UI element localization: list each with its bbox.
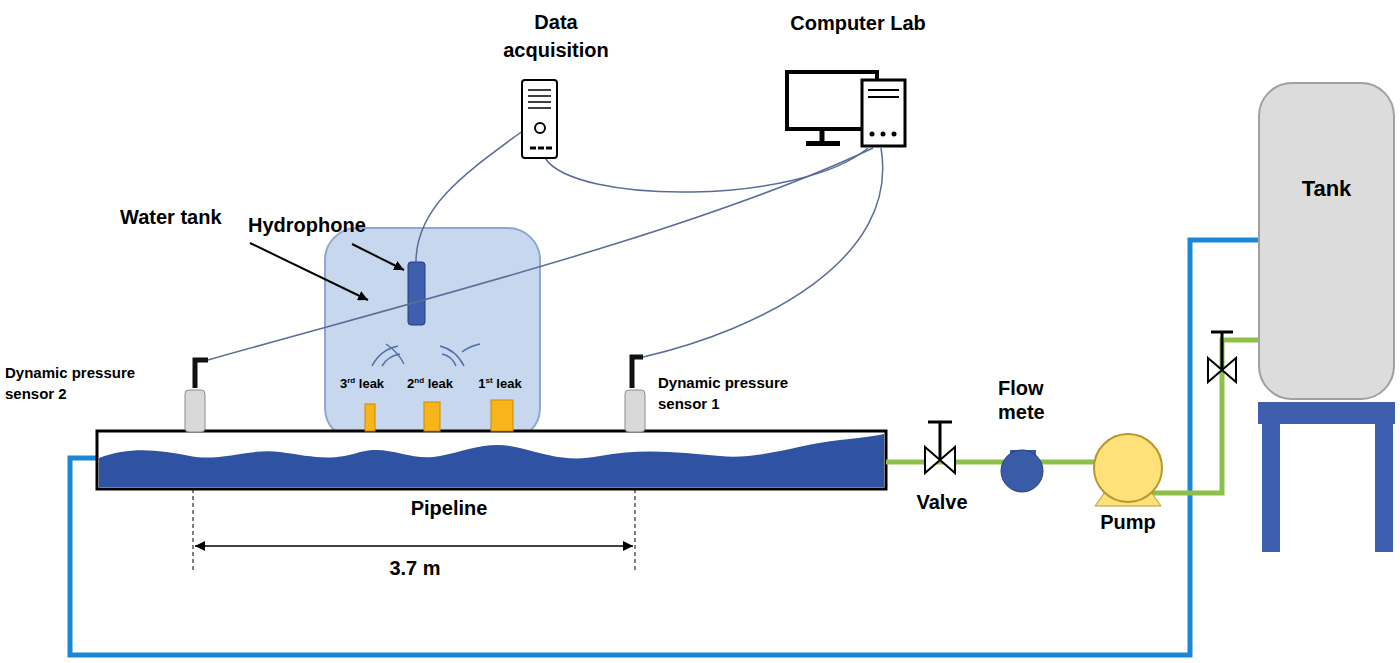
return-pipe (70, 240, 1258, 655)
tower-dot (870, 132, 875, 137)
computer-tower (862, 80, 905, 146)
component-label: Water tank (120, 205, 248, 229)
pipeline (97, 431, 886, 489)
pipeline-ground (97, 431, 886, 489)
tower-dot (881, 132, 886, 137)
component-label: Pipeline (379, 496, 519, 520)
leak-orifice (365, 404, 375, 431)
pressure-sensor (185, 390, 205, 432)
sensor-cap (195, 360, 208, 388)
sound-wave (440, 346, 464, 366)
daq-leds (530, 147, 552, 150)
component-label: Pump (1078, 510, 1178, 534)
water-flow (99, 434, 884, 487)
leak-label-text: 1st leak (478, 376, 521, 391)
tank-body: Tank (1258, 82, 1395, 400)
component-label-text: Hydrophone (248, 214, 366, 236)
label-rest: leak (355, 376, 384, 391)
sound-wave (386, 344, 404, 364)
ordinal-suffix: st (486, 376, 493, 385)
ordinal-number: 2 (407, 376, 414, 391)
component-label-text: Valve (916, 491, 967, 513)
valve-symbol (1208, 358, 1236, 382)
sound-wave (462, 344, 480, 352)
monitor-stand (820, 129, 825, 142)
component-label: Hydrophone (248, 213, 378, 237)
tower-dot (892, 132, 897, 137)
ordinal-suffix: rd (347, 376, 355, 385)
signal-wire (416, 130, 524, 262)
dimension-label-text: 3.7 m (389, 557, 440, 579)
leak-label: 2nd leak (400, 376, 460, 392)
ordinal-number: 1 (478, 376, 485, 391)
leak-label-text: 2nd leak (407, 376, 453, 391)
pump (1094, 434, 1162, 502)
supply-pipe (886, 460, 1106, 465)
device-label-text: Data acquisition (503, 11, 609, 61)
leak-orifice (491, 400, 513, 431)
monitor-base (806, 141, 840, 146)
component-label-text: Water tank (120, 206, 222, 228)
dimension-label: 3.7 m (365, 556, 465, 580)
device-label: Data acquisition (491, 8, 621, 64)
water-tank (325, 228, 540, 440)
ordinal-number: 3 (340, 376, 347, 391)
ordinal-suffix: nd (414, 376, 424, 385)
component-label-text: Pipeline (411, 497, 488, 519)
supply-pipe (1150, 340, 1258, 493)
pressure-sensor (625, 390, 645, 432)
flow-meter (1001, 450, 1043, 492)
leak-label: 3rd leak (332, 376, 392, 392)
leak-orifice (424, 402, 440, 431)
hydrophone (408, 262, 425, 325)
sound-wave (442, 354, 456, 366)
sensor-cap (632, 357, 643, 388)
signal-wire (545, 148, 868, 192)
sensor-label: Dynamic pressure sensor 2 (5, 362, 170, 404)
daq-button (535, 123, 545, 133)
sensor-label-text: Dynamic pressure sensor 1 (658, 374, 788, 412)
device-label: Computer Lab (778, 10, 938, 36)
leader-arrow (250, 243, 368, 300)
device-label-text: Computer Lab (790, 12, 926, 34)
tower-drives (868, 90, 899, 97)
component-label-text: Flow mete (998, 377, 1045, 423)
component-label: Valve (892, 490, 992, 514)
component-label-text: Pump (1100, 511, 1156, 533)
daq-vents (528, 90, 551, 108)
tank-stand (1258, 402, 1395, 424)
dimension-line (195, 545, 633, 547)
leak-label-text: 3rd leak (340, 376, 384, 391)
sound-wave (382, 354, 400, 366)
label-rest: leak (424, 376, 453, 391)
signal-wire (643, 148, 883, 357)
sensor-label: Dynamic pressure sensor 1 (658, 372, 823, 414)
node-text: Tank (1260, 176, 1393, 202)
valve-symbol (925, 447, 955, 473)
daq-device (522, 80, 557, 158)
tank-leg (1375, 424, 1393, 552)
component-label: Flow mete (998, 376, 1060, 424)
tank-leg (1262, 424, 1280, 552)
leak-label: 1st leak (470, 376, 530, 392)
signal-wire (208, 148, 873, 360)
label-rest: leak (493, 376, 522, 391)
leader-arrow (352, 244, 404, 270)
sensor-label-text: Dynamic pressure sensor 2 (5, 364, 135, 402)
